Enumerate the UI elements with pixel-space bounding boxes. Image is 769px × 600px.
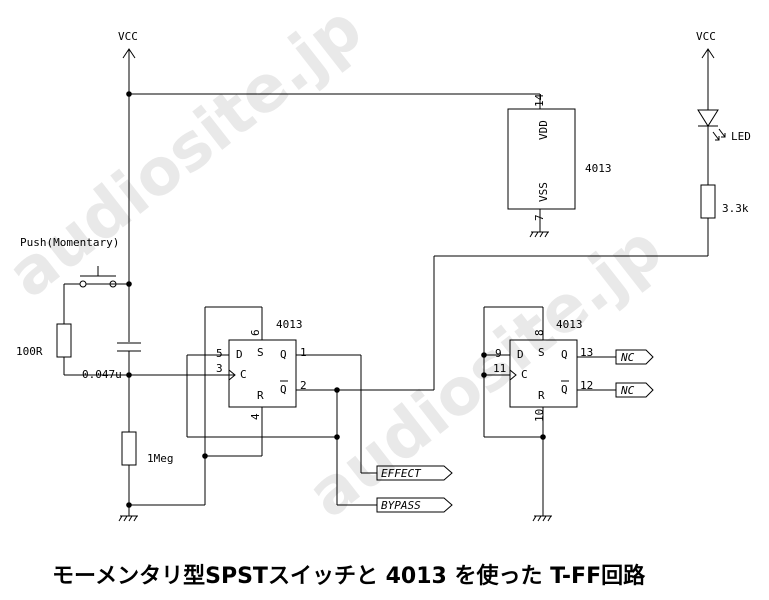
ff2-s-label: S [538,346,545,359]
port-nc-q: NC [615,349,654,365]
ic-4013-power-unit: 14 VDD VSS 7 4013 [507,93,612,238]
resistor-100r-label: 100R [16,345,43,358]
resistor-1meg: 1Meg [121,431,174,516]
ic-power-pin-vdd: 14 [533,93,546,107]
ground-left-symbol [118,515,138,522]
watermark-text-1: audiosite.jp [0,0,376,313]
port-nc-qbar-label: NC [620,384,635,397]
watermark: audiosite.jp audiosite.jp [0,0,676,533]
ff2-pin-qbar: 12 [580,379,593,392]
ff2-pin-c: 11 [493,362,506,375]
ff1-qbar-label: Q [280,383,287,396]
resistor-100r: 100R [16,284,129,376]
ff1-q-label: Q [280,348,287,361]
ff1-pin-c: 3 [216,362,223,375]
ic-power-vdd-label: VDD [537,120,550,140]
resistor-1meg-label: 1Meg [147,452,174,465]
ff2-pin-d: 9 [495,347,502,360]
ff2-part-label: 4013 [556,318,583,331]
ff2-qbar-label: Q [561,383,568,396]
ground-ff2-symbol [532,515,552,522]
ff2-pin-s: 8 [533,329,546,336]
flipflop-2: 4013 8 D S Q C R Q 9 11 13 12 10 [493,318,593,422]
watermark-text-2: audiosite.jp [294,212,676,533]
ff2-pin-q: 13 [580,346,593,359]
port-bypass-label: BYPASS [381,499,421,512]
ic-power-part-label: 4013 [585,162,612,175]
ff1-pin-d: 5 [216,347,223,360]
led-label: LED [731,130,751,143]
ff1-pin-q: 1 [300,346,307,359]
ff1-part-label: 4013 [276,318,303,331]
ic-power-vss-label: VSS [537,182,550,202]
port-effect-label: EFFECT [381,467,422,480]
port-bypass: BYPASS [376,497,453,513]
ff2-q-label: Q [561,348,568,361]
flipflop-1: 4013 6 D S Q C R Q 5 3 1 2 4 [216,318,307,420]
ff1-s-label: S [257,346,264,359]
port-effect: EFFECT [376,465,453,481]
diagram-title: モーメンタリ型SPSTスイッチと 4013 を使った T-FF回路 [52,563,646,589]
port-nc-q-label: NC [620,351,635,364]
push-switch: Push(Momentary) [20,236,129,288]
ic-power-pin-vss: 7 [533,214,546,221]
ff2-d-label: D [517,348,524,361]
ff1-c-label: C [240,368,247,381]
resistor-3k3: 3.3k [700,184,749,256]
resistor-3k3-label: 3.3k [722,202,749,215]
push-switch-label: Push(Momentary) [20,236,119,249]
capacitor: 0.047u [82,342,141,432]
ff1-pin-qbar: 2 [300,379,307,392]
vcc-left-label: VCC [118,30,138,43]
ff1-d-label: D [236,348,243,361]
vcc-right-label: VCC [696,30,716,43]
capacitor-label: 0.047u [82,368,122,381]
ff1-r-label: R [257,389,264,402]
ff1-pin-s: 6 [249,329,262,336]
port-nc-qbar: NC [615,382,654,398]
vcc-left-symbol: VCC [118,30,138,59]
ff2-r-label: R [538,389,545,402]
ff1-pin-r: 4 [249,413,262,420]
ff2-pin-r: 10 [533,409,546,422]
vcc-right-symbol: VCC [696,30,716,59]
led: LED [697,109,751,185]
ff2-c-label: C [521,368,528,381]
